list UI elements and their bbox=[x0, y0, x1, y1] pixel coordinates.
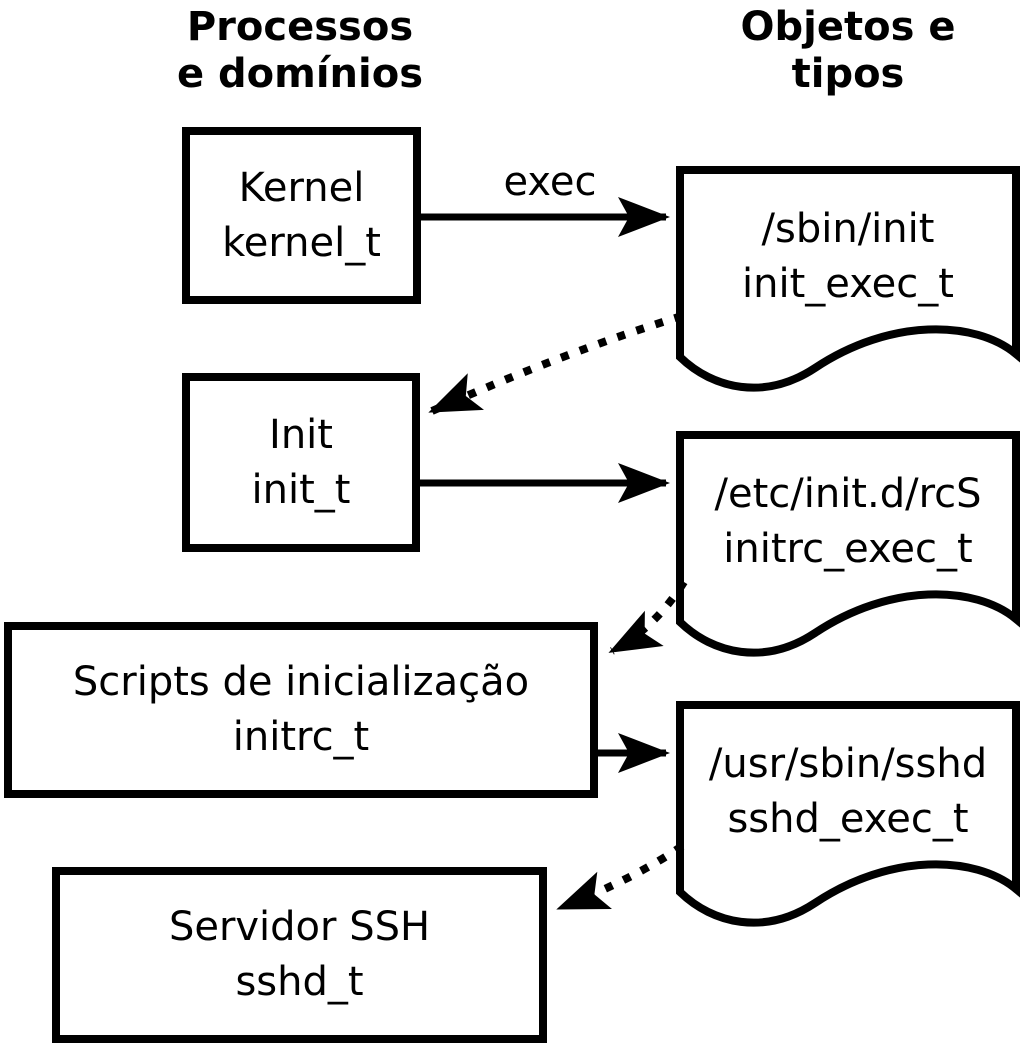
document-shape-usr-sbin-sshd bbox=[676, 701, 1020, 927]
object-type: init_exec_t bbox=[742, 261, 954, 307]
process-type: sshd_t bbox=[235, 959, 364, 1005]
process-type: kernel_t bbox=[222, 219, 381, 266]
column-header-objects: Objetos e tipos bbox=[668, 4, 1024, 98]
column-header-processes: Processos e domínios bbox=[110, 4, 490, 98]
dotted-arrow-sbin-init-to-init bbox=[428, 312, 684, 415]
process-label: Kernel bbox=[238, 164, 365, 211]
exec-arrow-label: exec bbox=[503, 159, 597, 205]
object-path: /etc/init.d/rcS bbox=[714, 471, 982, 517]
column-header-objects-line2: tipos bbox=[791, 51, 905, 97]
dotted-arrow-rcs-to-scripts bbox=[608, 579, 688, 655]
object-doc-sbin-init: /sbin/init init_exec_t bbox=[680, 168, 1016, 346]
object-doc-usr-sbin-sshd: /usr/sbin/sshd sshd_exec_t bbox=[680, 703, 1016, 881]
process-type: init_t bbox=[251, 466, 351, 513]
object-path: /usr/sbin/sshd bbox=[708, 741, 988, 787]
object-type: sshd_exec_t bbox=[727, 796, 969, 842]
document-shape-etc-initd-rcs bbox=[676, 431, 1020, 657]
process-label: Init bbox=[269, 411, 333, 458]
column-header-processes-line1: Processos bbox=[186, 4, 414, 50]
process-type: initrc_t bbox=[232, 714, 370, 760]
process-box-init-scripts: Scripts de inicialização initrc_t bbox=[4, 622, 598, 798]
process-label: Servidor SSH bbox=[168, 904, 431, 950]
document-shape-sbin-init bbox=[676, 166, 1020, 392]
object-doc-etc-initd-rcs: /etc/init.d/rcS initrc_exec_t bbox=[680, 433, 1016, 611]
process-label: Scripts de inicialização bbox=[72, 659, 530, 705]
column-header-objects-line1: Objetos e bbox=[740, 4, 956, 50]
process-box-init: Init init_t bbox=[182, 373, 420, 552]
process-box-ssh-server: Servidor SSH sshd_t bbox=[52, 867, 547, 1043]
object-path: /sbin/init bbox=[761, 206, 935, 252]
object-type: initrc_exec_t bbox=[723, 526, 973, 572]
process-box-kernel: Kernel kernel_t bbox=[182, 127, 421, 304]
dotted-arrow-sshd-to-server bbox=[556, 842, 685, 912]
column-header-processes-line2: e domínios bbox=[176, 51, 424, 97]
